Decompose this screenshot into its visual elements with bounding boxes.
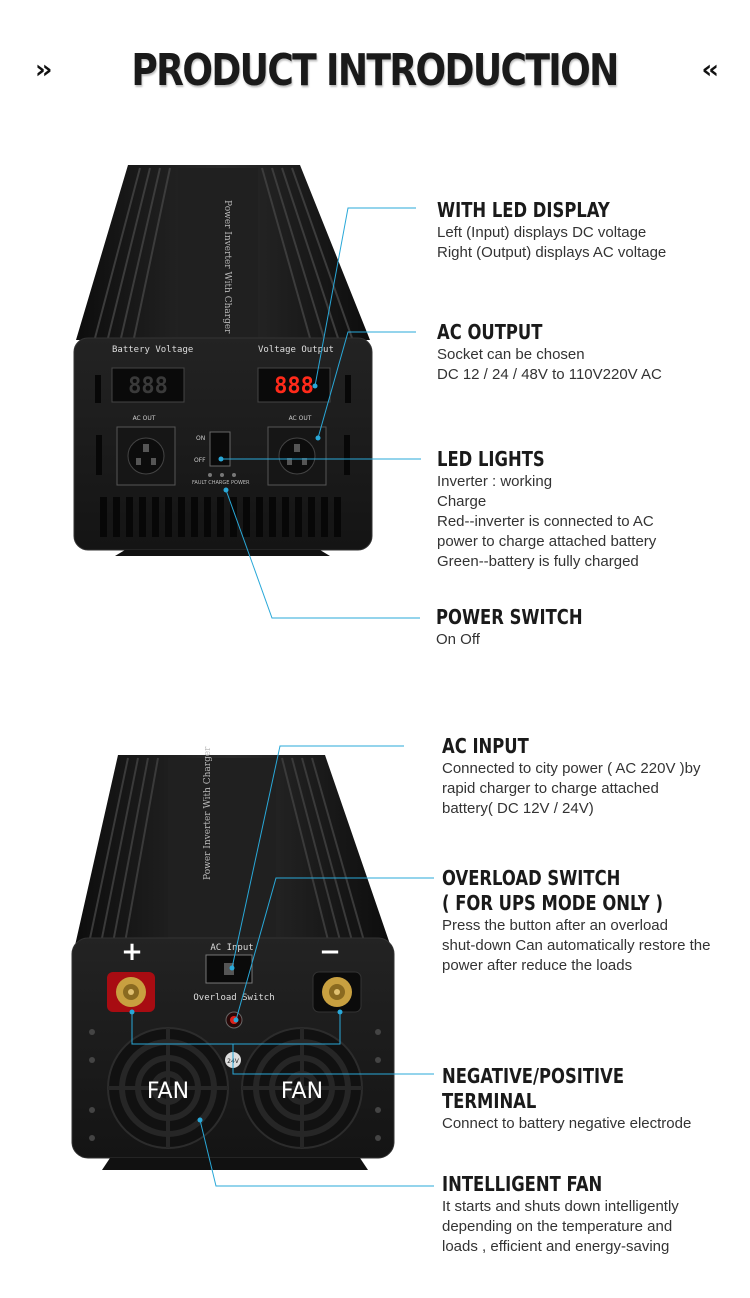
feature-line: DC 12 / 24 / 48V to 110V220V AC xyxy=(437,366,662,383)
feature-subheading: ( FOR UPS MODE ONLY ) xyxy=(442,891,663,915)
feature-led-lights: LED LIGHTS Inverter : working Charge Red… xyxy=(437,447,656,572)
callout-lines-top xyxy=(221,207,421,619)
feature-overload-switch: OVERLOAD SWITCH ( FOR UPS MODE ONLY ) Pr… xyxy=(442,866,711,976)
page-title: PRODUCT INTRODUCTION xyxy=(131,44,620,96)
feature-heading: OVERLOAD SWITCH xyxy=(442,866,621,890)
feature-line: depending on the temperature and xyxy=(442,1218,673,1235)
feature-line: loads , efficient and energy-saving xyxy=(442,1238,670,1255)
fan-right-label: FAN xyxy=(281,1079,323,1104)
inverter-front-view: Power Inverter With Charger Battery Volt… xyxy=(73,165,373,556)
feature-ac-output: AC OUTPUT Socket can be chosen DC 12 / 2… xyxy=(437,320,662,385)
feature-line: Connected to city power ( AC 220V )by xyxy=(442,760,701,777)
feature-line: Connect to battery negative electrode xyxy=(442,1115,692,1132)
feature-intelligent-fan: INTELLIGENT FAN It starts and shuts down… xyxy=(442,1172,679,1257)
ac-socket-left xyxy=(116,426,176,486)
negative-sign: − xyxy=(319,937,341,967)
led-lights-labels: FAULT CHARGE POWER xyxy=(192,480,250,486)
feature-line: Green--battery is fully charged xyxy=(437,553,639,570)
fan-right: FAN xyxy=(241,1027,363,1149)
input-led-display: 888 xyxy=(128,374,168,399)
voltage-output-label: Voltage Output xyxy=(258,345,334,355)
feature-led-display: WITH LED DISPLAY Left (Input) displays D… xyxy=(437,198,666,263)
positive-terminal xyxy=(107,972,155,1012)
inverter-rear-view: Power Inverter With Charger + − AC Input… xyxy=(71,746,395,1170)
ac-out-label-right: AC OUT xyxy=(289,415,312,422)
feature-line: It starts and shuts down intelligently xyxy=(442,1198,679,1215)
switch-off-label: OFF xyxy=(194,457,206,464)
page-header: ›› PRODUCT INTRODUCTION ‹‹ xyxy=(0,40,750,100)
feature-heading: AC INPUT xyxy=(442,734,529,758)
feature-line: Right (Output) displays AC voltage xyxy=(437,244,667,261)
ac-socket-right xyxy=(267,426,327,486)
feature-line: Socket can be chosen xyxy=(437,346,585,363)
feature-line: Press the button after an overload xyxy=(442,917,668,934)
power-switch xyxy=(209,431,231,467)
feature-heading: POWER SWITCH xyxy=(436,605,583,629)
chevron-right-icon: ›› xyxy=(35,55,53,85)
feature-line: battery( DC 12V / 24V) xyxy=(442,800,594,817)
feature-power-switch: POWER SWITCH On Off xyxy=(436,605,615,650)
feature-terminals: NEGATIVE/POSITIVE TERMINAL Connect to ba… xyxy=(442,1064,691,1134)
output-led-display: 888 xyxy=(274,374,314,399)
negative-terminal xyxy=(312,971,362,1013)
battery-voltage-label: Battery Voltage xyxy=(112,345,193,355)
feature-line: Left (Input) displays DC voltage xyxy=(437,224,647,241)
feature-ac-input: AC INPUT Connected to city power ( AC 22… xyxy=(442,734,700,819)
feature-heading: AC OUTPUT xyxy=(437,320,543,344)
positive-sign: + xyxy=(121,937,143,967)
switch-on-label: ON xyxy=(196,435,205,442)
chevron-left-icon: ‹‹ xyxy=(701,55,720,85)
fan-left-label: FAN xyxy=(147,1079,189,1104)
feature-heading: NEGATIVE/POSITIVE xyxy=(442,1064,625,1088)
callout-lines-bottom xyxy=(131,745,434,1187)
device2-top-print: Power Inverter With Charger xyxy=(203,746,213,880)
feature-heading: LED LIGHTS xyxy=(437,447,545,471)
feature-line: power to charge attached battery xyxy=(437,533,657,550)
feature-line: shut-down Can automatically restore the xyxy=(442,937,711,954)
ac-input-label: AC Input xyxy=(210,943,253,953)
fan-left: FAN xyxy=(107,1027,229,1149)
feature-subheading: TERMINAL xyxy=(442,1089,537,1113)
feature-line: rapid charger to charge attached xyxy=(442,780,659,797)
feature-line: Red--inverter is connected to AC xyxy=(437,513,654,530)
feature-heading: INTELLIGENT FAN xyxy=(442,1172,603,1196)
feature-heading: WITH LED DISPLAY xyxy=(437,198,610,222)
feature-line: power after reduce the loads xyxy=(442,957,633,974)
overload-switch-label: Overload Switch xyxy=(193,993,274,1003)
feature-line: Inverter : working xyxy=(437,473,553,490)
feature-line: Charge xyxy=(437,493,487,510)
device1-top-print: Power Inverter With Charger xyxy=(222,200,232,334)
feature-line: On Off xyxy=(436,631,480,648)
ac-out-label-left: AC OUT xyxy=(133,415,156,422)
